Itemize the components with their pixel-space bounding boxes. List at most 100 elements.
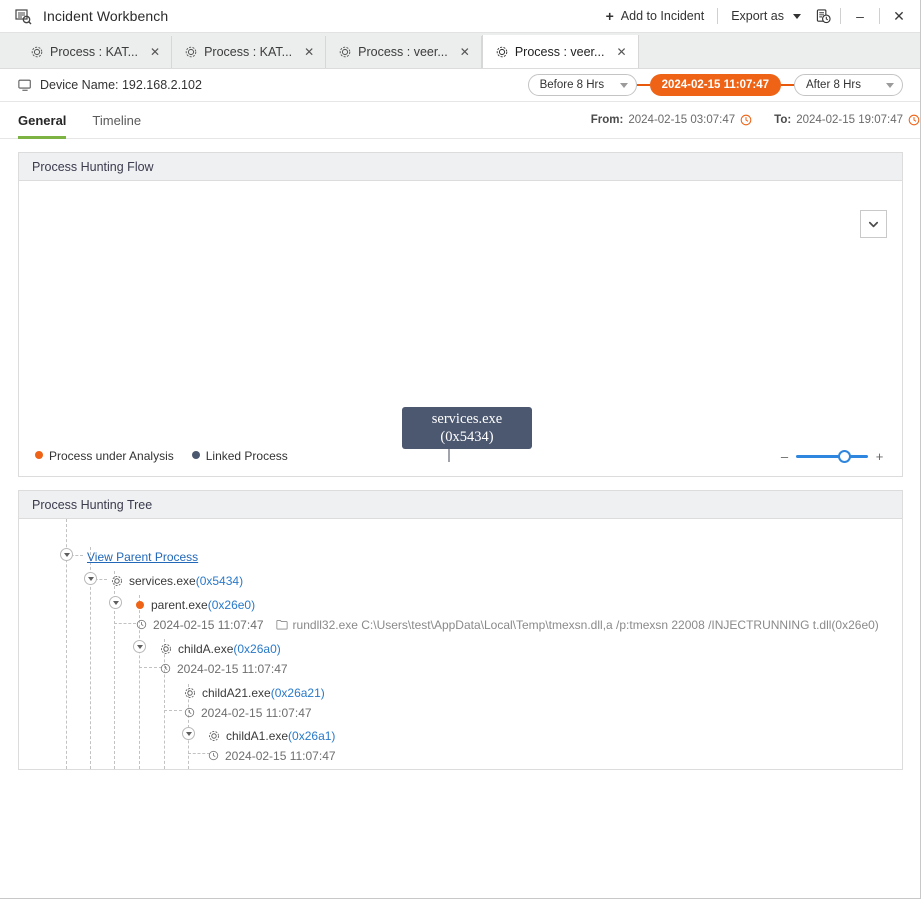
tree-row-parent-detail: 2024-02-15 11:07:47 rundll32.exe C:\User… [136,615,879,634]
close-icon[interactable]: ✕ [459,45,470,59]
process-icon [496,46,508,58]
add-to-incident-button[interactable]: + Add to Incident [597,5,714,27]
before-range-select[interactable]: Before 8 Hrs [527,74,637,96]
after-range-select[interactable]: After 8 Hrs [794,74,903,96]
tree-expander-childA[interactable] [133,640,146,653]
title-bar: Incident Workbench + Add to Incident Exp… [0,0,920,33]
tab-general[interactable]: General [18,102,67,139]
pivot-timestamp[interactable]: 2024-02-15 11:07:47 [649,74,781,96]
zoom-in-button[interactable]: + [875,449,884,464]
event-timestamp: 2024-02-15 11:07:47 [225,748,336,763]
minimize-button[interactable]: – [856,8,864,24]
process-tree: View Parent Process services.exe(0x5434)… [19,519,902,769]
legend-item-analysis: Process under Analysis [35,449,174,463]
clock-icon[interactable] [908,114,920,126]
tab-label: Process : KAT... [50,45,138,59]
flow-collapse-button[interactable] [860,210,887,238]
close-icon[interactable]: ✕ [304,45,315,59]
time-range-control: Before 8 Hrs 2024-02-15 11:07:47 After 8… [527,74,903,96]
legend-dot-orange [35,451,43,459]
tree-row-parent[interactable]: parent.exe(0x26e0) [136,595,255,614]
caret-down-icon [87,576,94,581]
event-timestamp: 2024-02-15 11:07:47 [177,661,288,676]
process-icon [339,46,351,58]
zoom-slider[interactable] [796,450,868,463]
tree-row-childA[interactable]: childA.exe(0x26a0) [160,639,281,658]
tree-row-childA1[interactable]: childA1.exe(0x26a1) [208,726,335,745]
tree-row-services[interactable]: services.exe(0x5434) [111,571,243,590]
workbench-icon [13,6,33,26]
flow-diagram: services.exe (0x5434) parent.exe (0x26e0… [19,181,902,476]
node-pid: (0x5434) [440,429,494,445]
monitor-icon [18,78,32,92]
tab-timeline[interactable]: Timeline [92,112,142,128]
process-pid: (0x26a1) [288,728,336,743]
caret-down-icon [185,731,192,736]
tree-guide [114,623,136,624]
device-name: Device Name: 192.168.2.102 [18,78,202,92]
flow-node-services[interactable]: services.exe (0x5434) [402,407,532,449]
tree-guide [90,547,91,769]
to-label: To: [774,114,792,126]
tree-expander-services[interactable] [84,572,97,585]
process-pid: (0x26e0) [207,597,256,612]
clock-icon[interactable] [740,114,752,126]
legend-item-linked: Linked Process [191,449,288,463]
from-value: 2024-02-15 03:07:47 [628,114,736,126]
divider [840,8,841,24]
date-range-to: To: 2024-02-15 19:07:47 [774,114,920,126]
content-area: Device Name: 192.168.2.102 Before 8 Hrs … [0,69,920,898]
process-icon [31,46,43,58]
event-timestamp: 2024-02-15 11:07:47 [201,705,312,720]
tab-process-2[interactable]: Process : KAT... ✕ [172,36,327,68]
process-name: parent.exe [151,597,208,612]
orange-dot-icon [136,600,144,609]
tree-expander-root[interactable] [60,548,73,561]
process-name: services.exe [129,573,196,588]
export-as-button[interactable]: Export as [722,5,810,27]
export-as-label: Export as [731,9,784,23]
zoom-out-button[interactable]: – [780,449,789,464]
process-hunting-flow-panel: Process Hunting Flow [18,152,903,477]
clock-icon [136,619,147,630]
file-icon [275,619,288,630]
legend-label: Linked Process [205,449,288,463]
page-title: Incident Workbench [43,8,169,24]
before-range-value: Before 8 Hrs [539,79,605,91]
tree-row-childA-detail: 2024-02-15 11:07:47 [160,659,288,678]
tab-process-4[interactable]: Process : veer... ✕ [481,35,639,68]
tab-process-1[interactable]: Process : KAT... ✕ [18,36,173,68]
legend-dot-blue [191,451,200,459]
after-range-value: After 8 Hrs [806,79,861,91]
close-button[interactable]: ✕ [893,7,905,24]
tree-row-childA21[interactable]: childA21.exe(0x26a21) [184,683,325,702]
clock-icon [160,663,171,674]
gear-process-icon [208,730,220,742]
tree-guide [188,753,210,754]
connector-left [636,84,650,86]
close-icon[interactable]: ✕ [150,45,161,59]
tree-row-view-parent[interactable]: View Parent Process [87,547,198,566]
tree-guide [66,519,67,769]
tree-expander-childA1[interactable] [182,727,195,740]
gear-process-icon [160,643,172,655]
gear-process-icon [184,687,196,699]
process-name: childA21.exe [202,685,271,700]
report-history-icon[interactable] [810,5,836,27]
clock-icon [208,750,219,761]
chevron-down-icon [793,13,801,19]
date-range-from: From: 2024-02-15 03:07:47 [591,114,752,126]
from-label: From: [590,114,624,126]
tab-label: Process : veer... [358,45,448,59]
flow-legend: Process under Analysis Linked Process [35,447,292,465]
tree-guide [188,684,189,769]
tab-process-3[interactable]: Process : veer... ✕ [326,36,482,68]
process-pid: (0x26a21) [270,685,325,700]
close-icon[interactable]: ✕ [616,44,627,59]
view-parent-process-link[interactable]: View Parent Process [87,549,199,564]
flow-panel-title: Process Hunting Flow [19,153,902,181]
tree-expander-parent[interactable] [109,596,122,609]
zoom-slider-thumb[interactable] [838,450,851,463]
tree-panel-title: Process Hunting Tree [19,491,902,519]
